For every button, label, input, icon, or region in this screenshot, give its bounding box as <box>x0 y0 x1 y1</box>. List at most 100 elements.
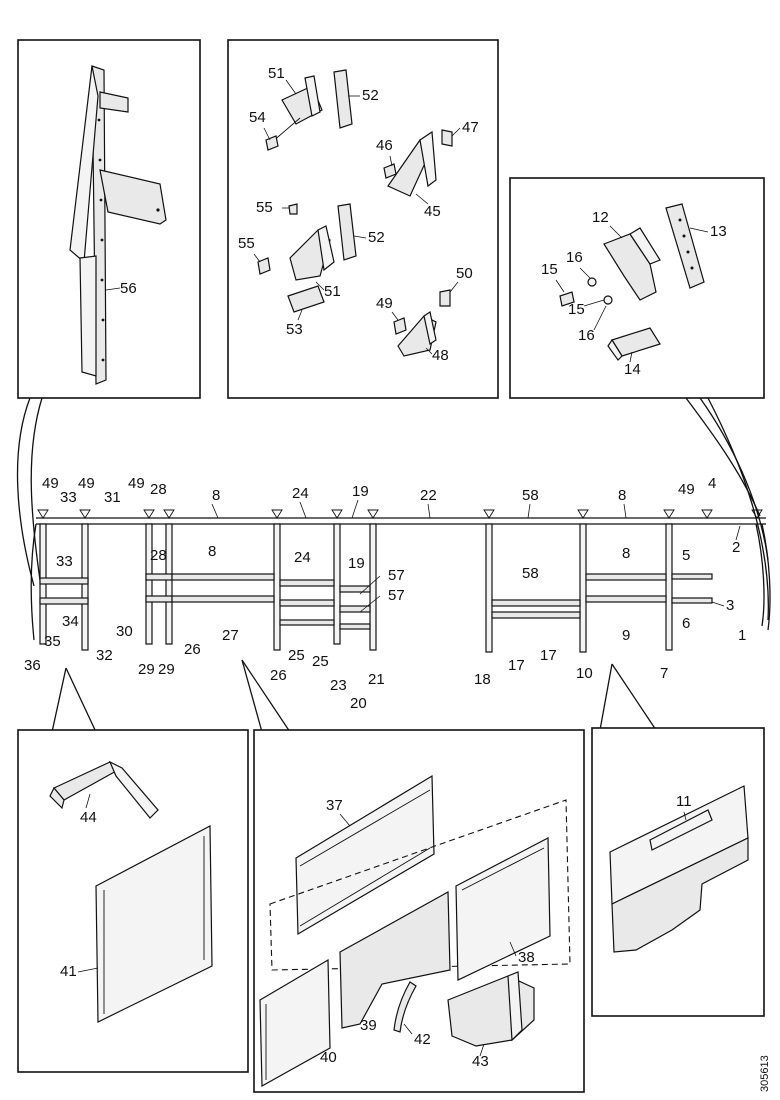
callout-57-a: 57 <box>388 567 405 584</box>
callout-9: 9 <box>622 627 630 644</box>
callout-15-a: 15 <box>541 261 558 278</box>
callout-16-b: 16 <box>578 327 595 344</box>
callout-top-22: 22 <box>420 487 437 504</box>
callout-54: 54 <box>249 109 266 126</box>
callout-47: 47 <box>462 119 479 136</box>
callout-24: 24 <box>294 549 311 566</box>
callout-55-b: 55 <box>238 235 255 252</box>
callout-top-28: 28 <box>150 481 167 498</box>
detail-box-bottom-left: 44 41 <box>17 729 249 1073</box>
callout-51-b: 51 <box>324 283 341 300</box>
bracket-assembly-upper <box>265 69 353 151</box>
callout-top-4: 4 <box>708 475 716 492</box>
callout-57-b: 57 <box>388 587 405 604</box>
zoom-leaders-top <box>16 397 769 621</box>
callout-17-a: 17 <box>508 657 525 674</box>
main-top-callouts: 49 33 49 31 49 28 8 24 19 22 58 8 49 4 2 <box>42 475 741 556</box>
panel-11 <box>609 785 749 953</box>
callout-10: 10 <box>576 665 593 682</box>
callout-39: 39 <box>360 1017 377 1034</box>
callout-46: 46 <box>376 137 393 154</box>
callout-top-49-d: 49 <box>678 481 695 498</box>
detail-box-bottom-middle: 37 38 40 39 42 43 <box>253 729 585 1093</box>
bracket-14 <box>607 327 661 361</box>
callout-49: 49 <box>376 295 393 312</box>
callout-29-b: 29 <box>158 661 175 678</box>
zoom-leaders-bottom <box>51 659 657 733</box>
callout-25-a: 25 <box>288 647 305 664</box>
callout-53: 53 <box>286 321 303 338</box>
callout-30: 30 <box>116 623 133 640</box>
callout-top-2: 2 <box>732 539 740 556</box>
detail-box-top-right: 12 13 16 15 15 16 14 <box>509 177 765 399</box>
callout-58: 58 <box>522 565 539 582</box>
callout-13: 13 <box>710 223 727 240</box>
bracket-44 <box>49 760 159 819</box>
callout-52-a: 52 <box>362 87 379 104</box>
horizontal-members <box>39 573 713 630</box>
main-frame-assembly <box>30 509 771 653</box>
callout-3: 3 <box>726 597 734 614</box>
main-frame-callouts: 33 34 35 36 32 28 30 29 29 26 8 27 24 25… <box>24 543 746 712</box>
callout-16-a: 16 <box>566 249 583 266</box>
callout-1: 1 <box>738 627 746 644</box>
sheet-39 <box>339 890 451 1029</box>
callout-15-b: 15 <box>568 301 585 318</box>
callout-56: 56 <box>120 280 137 297</box>
callout-17-b: 17 <box>540 647 557 664</box>
bracket-43 <box>447 971 535 1047</box>
callout-top-49-a: 49 <box>42 475 59 492</box>
detail-box-bottom-right: 11 <box>591 727 765 1017</box>
panel-40 <box>259 958 331 1088</box>
callout-11: 11 <box>676 793 692 810</box>
callout-top-49-c: 49 <box>128 475 145 492</box>
callout-52-b: 52 <box>368 229 385 246</box>
callout-44: 44 <box>80 809 97 826</box>
callout-top-24: 24 <box>292 485 309 502</box>
callout-top-49-b: 49 <box>78 475 95 492</box>
document-number: 305613 <box>759 1055 771 1092</box>
callout-21: 21 <box>368 671 385 688</box>
callout-35: 35 <box>44 633 61 650</box>
bracket-12 <box>603 203 705 301</box>
callout-12: 12 <box>592 209 609 226</box>
callout-51-a: 51 <box>268 65 285 82</box>
callout-6: 6 <box>682 615 690 632</box>
callout-19: 19 <box>348 555 365 572</box>
panel-37 <box>295 774 435 936</box>
callout-41: 41 <box>60 963 77 980</box>
callout-33: 33 <box>56 553 73 570</box>
callout-50: 50 <box>456 265 473 282</box>
callout-14: 14 <box>624 361 641 378</box>
callout-48: 48 <box>432 347 449 364</box>
callout-7: 7 <box>660 665 668 682</box>
callout-top-31: 31 <box>104 489 121 506</box>
arc-42 <box>393 981 417 1033</box>
callout-top-33: 33 <box>60 489 77 506</box>
callout-25-b: 25 <box>312 653 329 670</box>
callout-29-a: 29 <box>138 661 155 678</box>
callout-36: 36 <box>24 657 41 674</box>
beam-caps <box>37 509 763 519</box>
bracket-48 <box>393 289 451 357</box>
callout-28: 28 <box>150 547 167 564</box>
callout-38: 38 <box>518 949 535 966</box>
callout-top-58: 58 <box>522 487 539 504</box>
panel-38 <box>455 837 551 981</box>
callout-45: 45 <box>424 203 441 220</box>
detail-box-top-middle: 51 52 54 46 47 45 55 55 52 <box>227 39 499 399</box>
callout-42: 42 <box>414 1031 431 1048</box>
callout-8-b: 8 <box>622 545 630 562</box>
callout-27: 27 <box>222 627 239 644</box>
callout-40: 40 <box>320 1049 337 1066</box>
callout-32: 32 <box>96 647 113 664</box>
callout-20: 20 <box>350 695 367 712</box>
callout-43: 43 <box>472 1053 489 1070</box>
callout-18: 18 <box>474 671 491 688</box>
bracket-45 <box>383 129 453 197</box>
callout-top-19: 19 <box>352 483 369 500</box>
callout-55-a: 55 <box>256 199 273 216</box>
callout-26-b: 26 <box>270 667 287 684</box>
bracket-assembly-lower <box>257 203 357 313</box>
callout-8-a: 8 <box>208 543 216 560</box>
